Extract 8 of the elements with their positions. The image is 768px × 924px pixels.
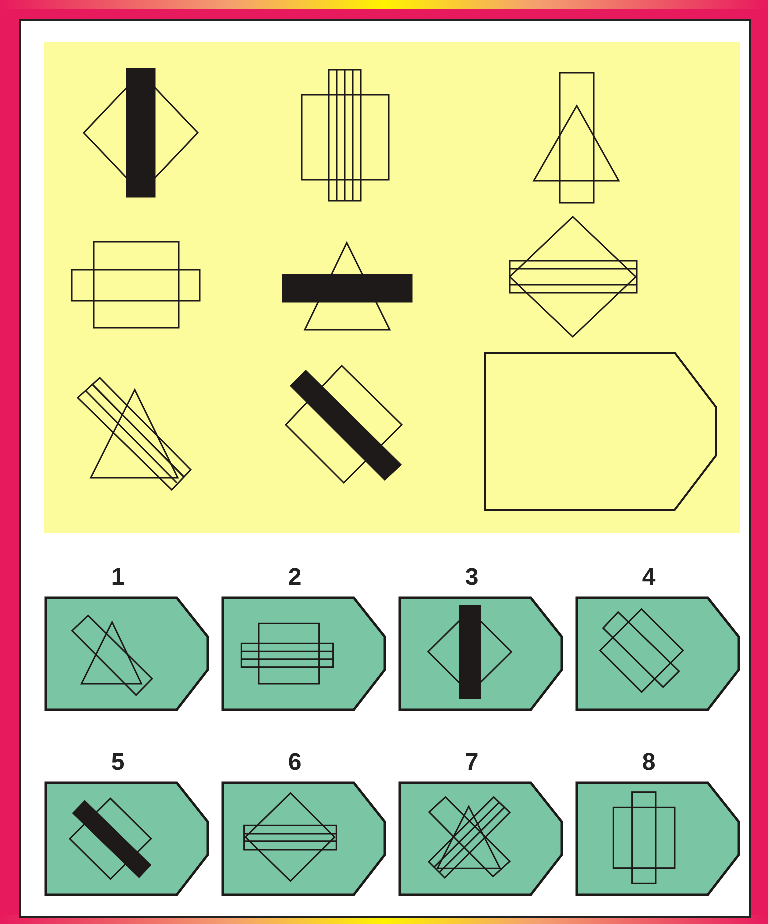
option-number: 8 <box>641 750 657 776</box>
option-number: 3 <box>464 565 480 591</box>
option-number: 1 <box>110 565 126 591</box>
option-number: 7 <box>464 750 480 776</box>
option-number: 6 <box>287 750 303 776</box>
option-number: 2 <box>287 565 303 591</box>
option-number: 5 <box>110 750 126 776</box>
option-number: 4 <box>641 565 657 591</box>
